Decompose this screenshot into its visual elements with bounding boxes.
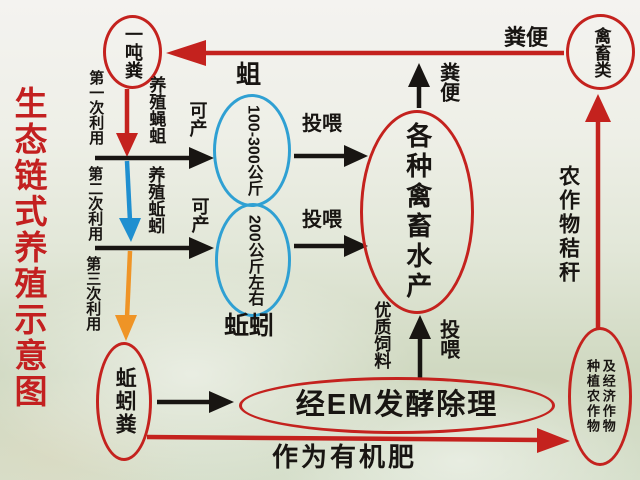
label-third-use: 第三次利用 [84,256,102,331]
arrow-manure-up [408,63,430,108]
arrow-wormmanure-to-em [157,391,234,413]
arrow-feed-maggots [294,145,368,167]
arrow-straw-up-red [585,94,611,330]
node-earthworm-manure-label: 蚯蚓粪 [113,367,137,436]
node-poultry-livestock: 禽畜类 [566,14,635,90]
node-one-ton-manure: 一吨粪 [103,15,162,89]
label-organic-fertilizer: 作为有机肥 [272,442,418,472]
label-earthworm: 蚯蚓 [224,312,275,340]
label-can-produce-1: 可产 [187,101,208,137]
node-maggot-yield-label: 100-300公斤 [244,105,262,196]
arrow-second-use-blue [119,160,141,242]
node-em-treatment: 经EM发酵除理 [239,377,555,434]
node-crops-col-right: 及经济作物 [600,359,616,434]
label-maggot: 蛆 [236,61,262,89]
label-second-use: 第二次利用 [86,166,104,241]
label-manure-mid: 粪便 [436,62,459,102]
arrow-first-use-red [116,89,138,157]
arrow-feed-livestock [409,315,431,380]
arrow-feed-earthworms [294,235,368,257]
node-em-treatment-label: 经EM发酵除理 [295,389,499,422]
label-can-produce-2: 可产 [189,197,210,233]
label-quality-feed: 优质饲料 [371,301,391,369]
node-crops-col-left: 种植农作物 [585,359,600,434]
arrow-third-use-orange [115,250,137,341]
arrow-to-earthworm-oval [95,237,214,259]
node-crops: 种植农作物 及经济作物 [568,327,632,466]
label-crop-straw: 农作物秸秆 [556,165,580,285]
node-earthworm-manure: 蚯蚓粪 [96,342,152,461]
node-crops-label: 种植农作物 及经济作物 [585,359,616,434]
label-feed-2: 投喂 [302,209,342,231]
label-feed-3: 投喂 [436,319,459,359]
node-one-ton-manure-label: 一吨粪 [123,25,144,79]
label-raise-fly-maggots: 养殖蝇蛆 [146,76,166,144]
label-manure-top: 粪便 [504,25,549,50]
node-poultry-livestock-label: 禽畜类 [591,26,611,78]
node-livestock-aquatic-label: 各种禽畜水产 [402,122,433,302]
label-feed-1: 投喂 [302,113,342,135]
node-earthworm-yield: 200公斤左右 [215,203,291,317]
node-maggot-yield: 100-300公斤 [213,94,291,207]
label-first-use: 第一次利用 [87,70,105,145]
diagram-title: 生态链式养殖示意图 [10,86,47,410]
node-earthworm-yield-label: 200公斤左右 [245,214,263,306]
label-raise-earthworms: 养殖蚯蚓 [145,166,165,234]
node-livestock-aquatic: 各种禽畜水产 [360,110,474,314]
